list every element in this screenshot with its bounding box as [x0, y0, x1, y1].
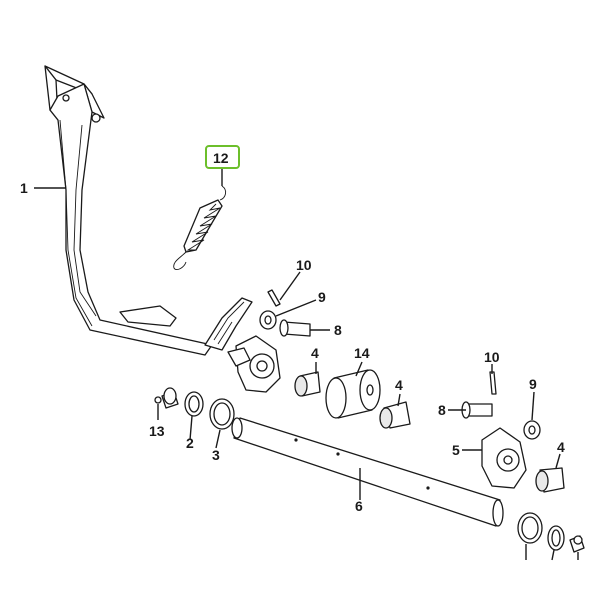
callout-10-right[interactable]: 10 [484, 349, 500, 365]
return-spring-part[interactable] [173, 185, 227, 271]
bushing-part-a[interactable] [294, 371, 321, 397]
callout-labels: 1 12 10 9 8 4 14 4 10 8 9 5 4 13 2 3 6 [20, 145, 565, 514]
callout-10-top[interactable]: 10 [296, 257, 312, 273]
callout-1[interactable]: 1 [20, 180, 28, 196]
callout-12-highlight [205, 145, 240, 169]
bushing-part-b[interactable] [379, 401, 411, 429]
pin-part-right[interactable] [489, 371, 497, 395]
callout-5[interactable]: 5 [452, 442, 460, 458]
seal-washer-part[interactable] [184, 391, 204, 417]
grease-fitting-part[interactable] [154, 387, 179, 409]
grease-fitting-part-right[interactable] [569, 535, 585, 553]
ring-part-right[interactable] [517, 512, 543, 544]
callout-4-upper[interactable]: 4 [311, 345, 319, 361]
seal-washer-part-right[interactable] [547, 525, 565, 551]
shaft-part[interactable] [231, 417, 504, 527]
ring-part-left[interactable] [209, 398, 235, 430]
washer-part-top[interactable] [259, 310, 277, 330]
bracket-hub-part[interactable] [481, 427, 527, 489]
bushing-part-c[interactable] [535, 467, 565, 493]
callout-8-right[interactable]: 8 [438, 402, 446, 418]
callout-14[interactable]: 14 [354, 345, 370, 361]
callout-4-middle[interactable]: 4 [395, 377, 403, 393]
callout-13[interactable]: 13 [149, 423, 165, 439]
roller-part[interactable] [325, 369, 381, 419]
callout-3[interactable]: 3 [212, 447, 220, 463]
pin-part-top[interactable] [267, 289, 281, 307]
callout-12[interactable]: 12 [213, 150, 229, 166]
leader-lines [34, 168, 579, 561]
callout-8-top[interactable]: 8 [334, 322, 342, 338]
bolt-part-right[interactable] [461, 401, 493, 419]
callout-4-right[interactable]: 4 [557, 439, 565, 455]
bolt-part-top[interactable] [279, 319, 311, 337]
callout-9-top[interactable]: 9 [318, 289, 326, 305]
washer-part-right[interactable] [523, 420, 541, 440]
callout-2[interactable]: 2 [186, 435, 194, 451]
callout-9-right[interactable]: 9 [529, 376, 537, 392]
callout-6[interactable]: 6 [355, 498, 363, 514]
pedal-lever-part[interactable] [44, 65, 281, 393]
